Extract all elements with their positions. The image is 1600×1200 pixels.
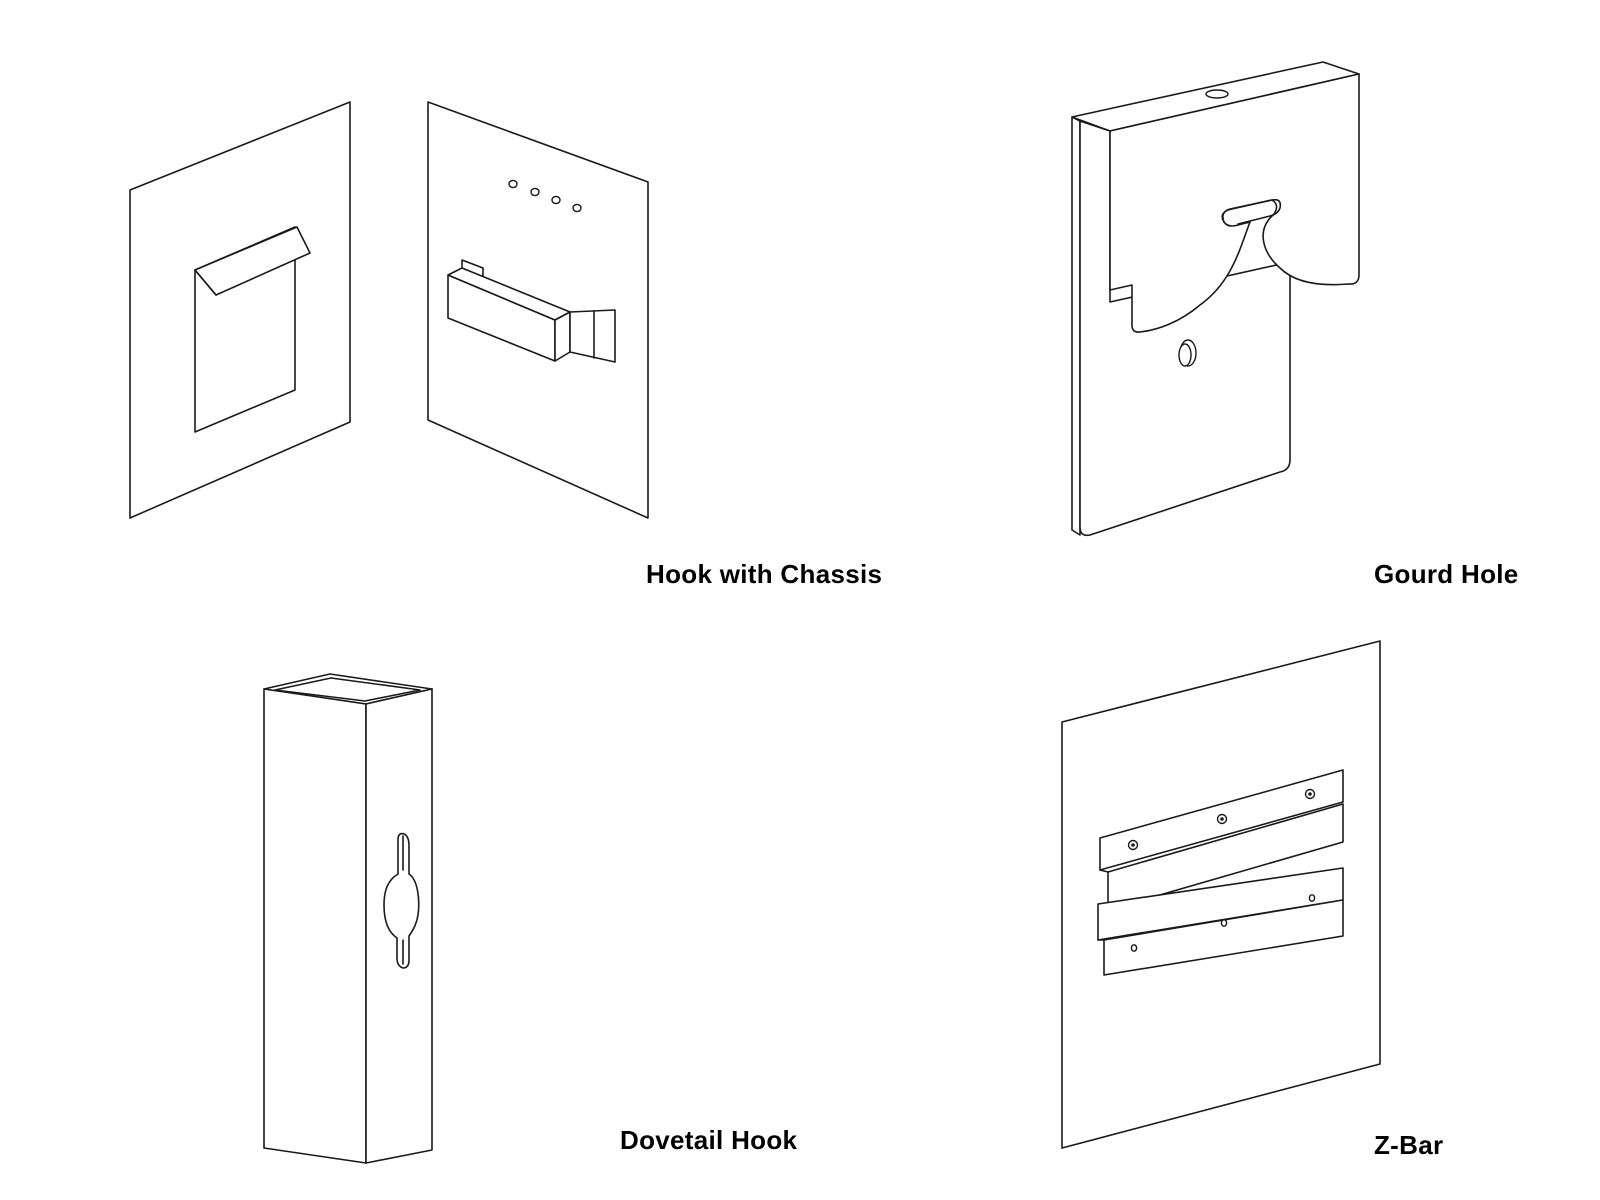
- gourd-hole-drawing: [1071, 61, 1360, 537]
- caption-z-bar: Z-Bar: [1374, 1130, 1444, 1160]
- dovetail-hook-drawing: [263, 673, 433, 1164]
- z-bar-hole: [1130, 944, 1138, 952]
- hook-with-chassis-drawing: [129, 101, 649, 519]
- hook-screw-hole: [508, 179, 518, 189]
- z-bar-screw: [1304, 788, 1316, 800]
- z-bar-drawing: [1061, 640, 1381, 1149]
- dovetail-front-face: [263, 688, 367, 1164]
- gourd-top-hole: [1205, 89, 1229, 99]
- z-bar-upper-lip: [1107, 803, 1344, 911]
- hook-screw-hole: [551, 195, 561, 205]
- z-bar-hole: [1308, 894, 1316, 902]
- dovetail-keyhole-slot: [383, 832, 420, 969]
- hook-screw-hole: [572, 203, 582, 213]
- gourd-back-face: [1079, 120, 1291, 537]
- caption-gourd-hole: Gourd Hole: [1374, 559, 1519, 589]
- z-bar-screw: [1216, 813, 1228, 825]
- hook-screw-hole: [530, 187, 540, 197]
- gourd-side-wall: [1071, 116, 1081, 536]
- z-bar-lower-lip: [1103, 899, 1344, 976]
- caption-hook-with-chassis: Hook with Chassis: [646, 559, 883, 589]
- caption-dovetail-hook: Dovetail Hook: [620, 1125, 798, 1155]
- gourd-keyhole-slot: [1221, 198, 1282, 225]
- z-bar-screw: [1127, 839, 1139, 851]
- z-bar-hole: [1220, 919, 1228, 927]
- hook-bracket: [447, 259, 616, 363]
